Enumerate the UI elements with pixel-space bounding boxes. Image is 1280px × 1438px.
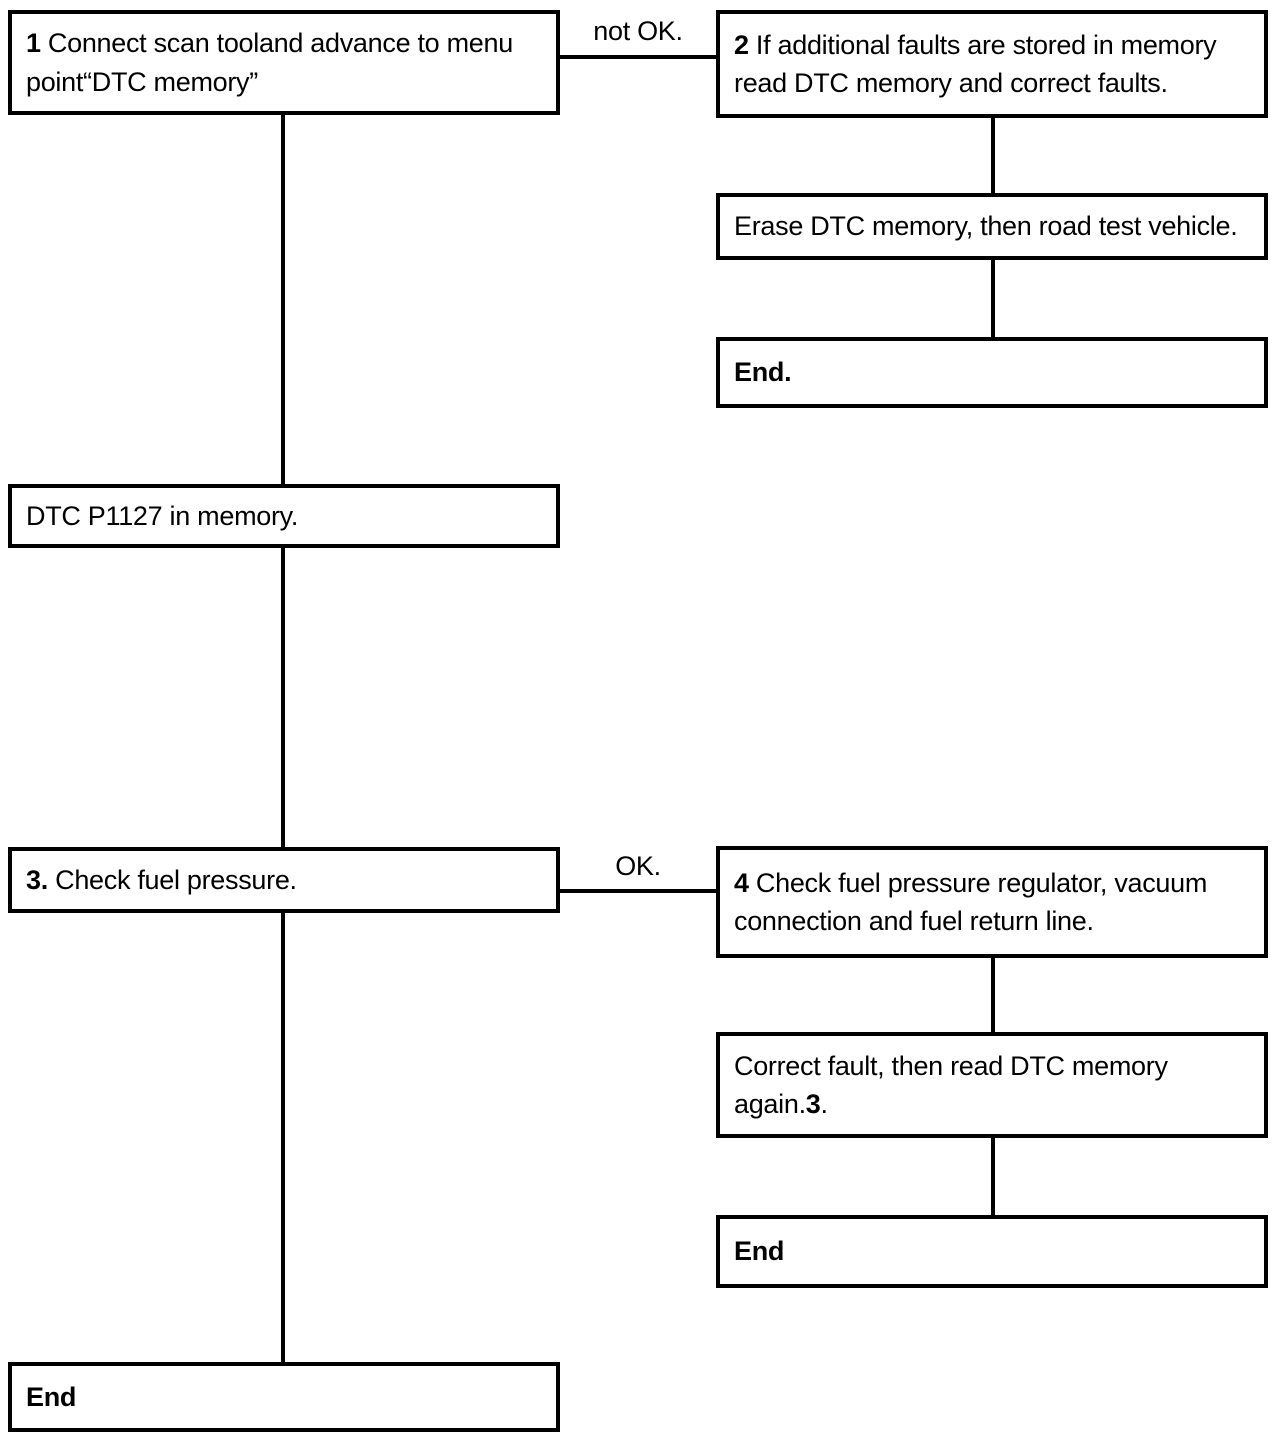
connector-step3-to-step4 (560, 889, 716, 893)
end-right-top-box: End. (716, 337, 1268, 408)
end-right-bottom-box: End (716, 1215, 1268, 1288)
step1-box: 1 Connect scan tooland advance to menu p… (8, 10, 560, 115)
step4-box: 4 Check fuel pressure regulator, vacuum … (716, 846, 1268, 958)
step3-number: 3. (26, 864, 48, 895)
correct-fault-number: 3 (805, 1089, 821, 1119)
connector-step3-to-end-left (281, 913, 285, 1362)
edge-label-not-ok: not OK. (593, 16, 683, 46)
connector-step2-to-erase (991, 118, 995, 193)
connector-erase-to-end (991, 260, 995, 337)
end-left-box: End (8, 1362, 560, 1432)
step1-text: Connect scan tooland advance to menu poi… (26, 28, 513, 97)
dtc-memory-box: DTC P1127 in memory. (8, 484, 560, 548)
edge-label-ok: OK. (615, 851, 661, 881)
connector-dtc-to-step3 (281, 548, 285, 847)
step3-text: Check fuel pressure. (55, 864, 297, 895)
step2-box: 2 If additional faults are stored in mem… (716, 10, 1268, 118)
correct-fault-box: Correct fault, then read DTC memory agai… (716, 1032, 1268, 1138)
erase-dtc-text: Erase DTC memory, then road test vehicle… (734, 211, 1238, 242)
connector-correct-to-end (991, 1138, 995, 1215)
connector-step1-to-dtc (281, 115, 285, 484)
correct-fault-text-before: Correct fault, then read DTC memory agai… (734, 1050, 1168, 1119)
connector-step4-to-correct (991, 958, 995, 1032)
step2-number: 2 (734, 29, 749, 60)
end-left-text: End (26, 1381, 77, 1412)
erase-dtc-box: Erase DTC memory, then road test vehicle… (716, 193, 1268, 260)
connector-step1-to-step2 (560, 55, 716, 59)
step2-text: If additional faults are stored in memor… (734, 29, 1217, 98)
step4-text: Check fuel pressure regulator, vacuum co… (734, 867, 1208, 936)
step4-number: 4 (734, 867, 749, 898)
correct-fault-text-after: . (820, 1089, 828, 1119)
end-right-top-text: End. (734, 357, 792, 388)
step3-box: 3. Check fuel pressure. (8, 847, 560, 913)
step1-number: 1 (26, 28, 41, 59)
dtc-memory-text: DTC P1127 in memory. (26, 500, 299, 531)
end-right-bottom-text: End (734, 1236, 785, 1267)
